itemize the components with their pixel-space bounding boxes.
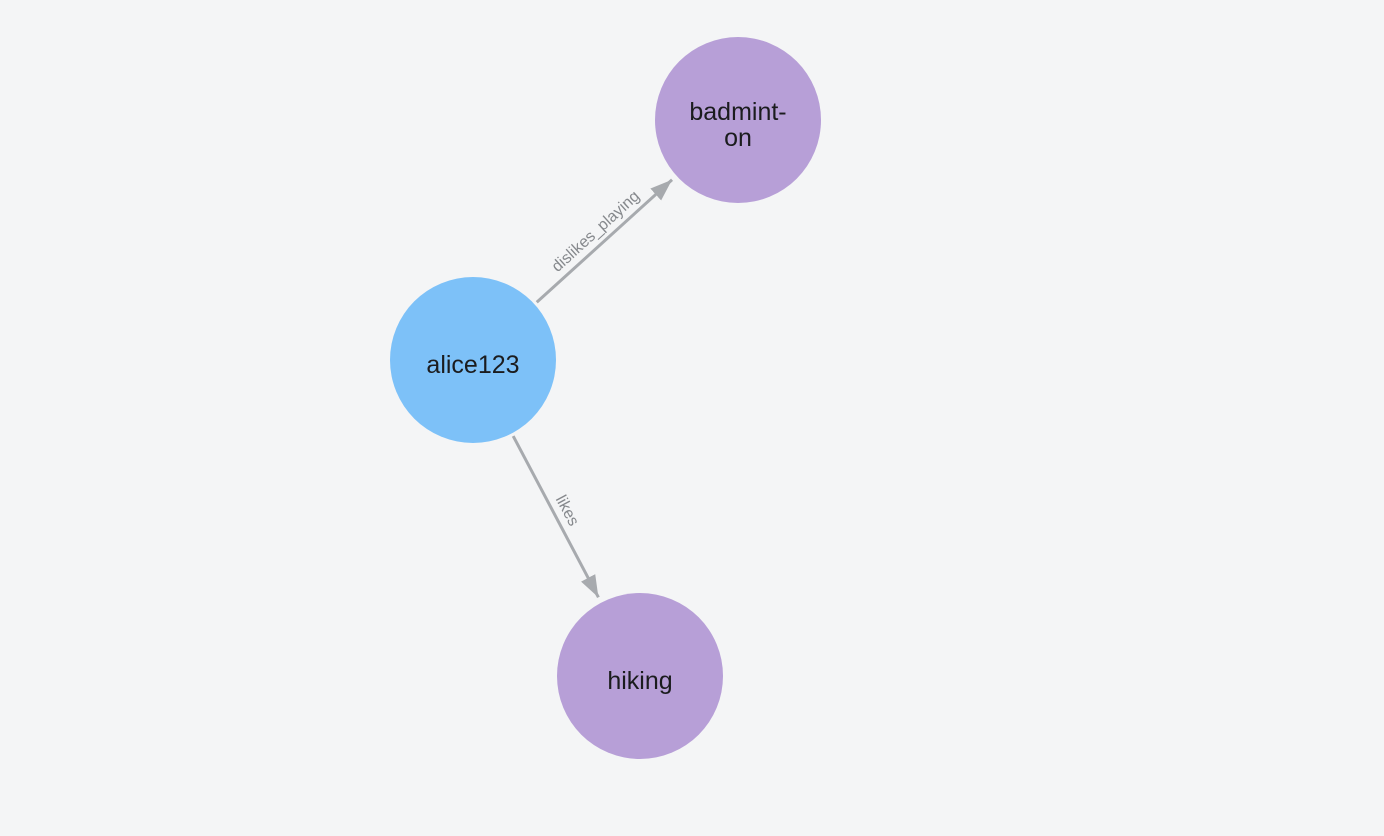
edge-label: likes: [552, 493, 582, 529]
edge-label: dislikes_playing: [549, 188, 643, 276]
graph-node-alice123[interactable]: alice123: [390, 277, 556, 443]
node-circle[interactable]: [655, 37, 821, 203]
edge-line[interactable]: [535, 178, 674, 304]
graph-node-hiking[interactable]: hiking: [557, 593, 723, 759]
edge-line[interactable]: [511, 435, 600, 599]
graph-node-badminton[interactable]: badmint-on: [655, 37, 821, 203]
node-circle[interactable]: [390, 277, 556, 443]
node-circle[interactable]: [557, 593, 723, 759]
graph-edge-dislikes_playing[interactable]: dislikes_playing: [535, 178, 674, 304]
graph-edge-likes[interactable]: likes: [511, 435, 600, 599]
